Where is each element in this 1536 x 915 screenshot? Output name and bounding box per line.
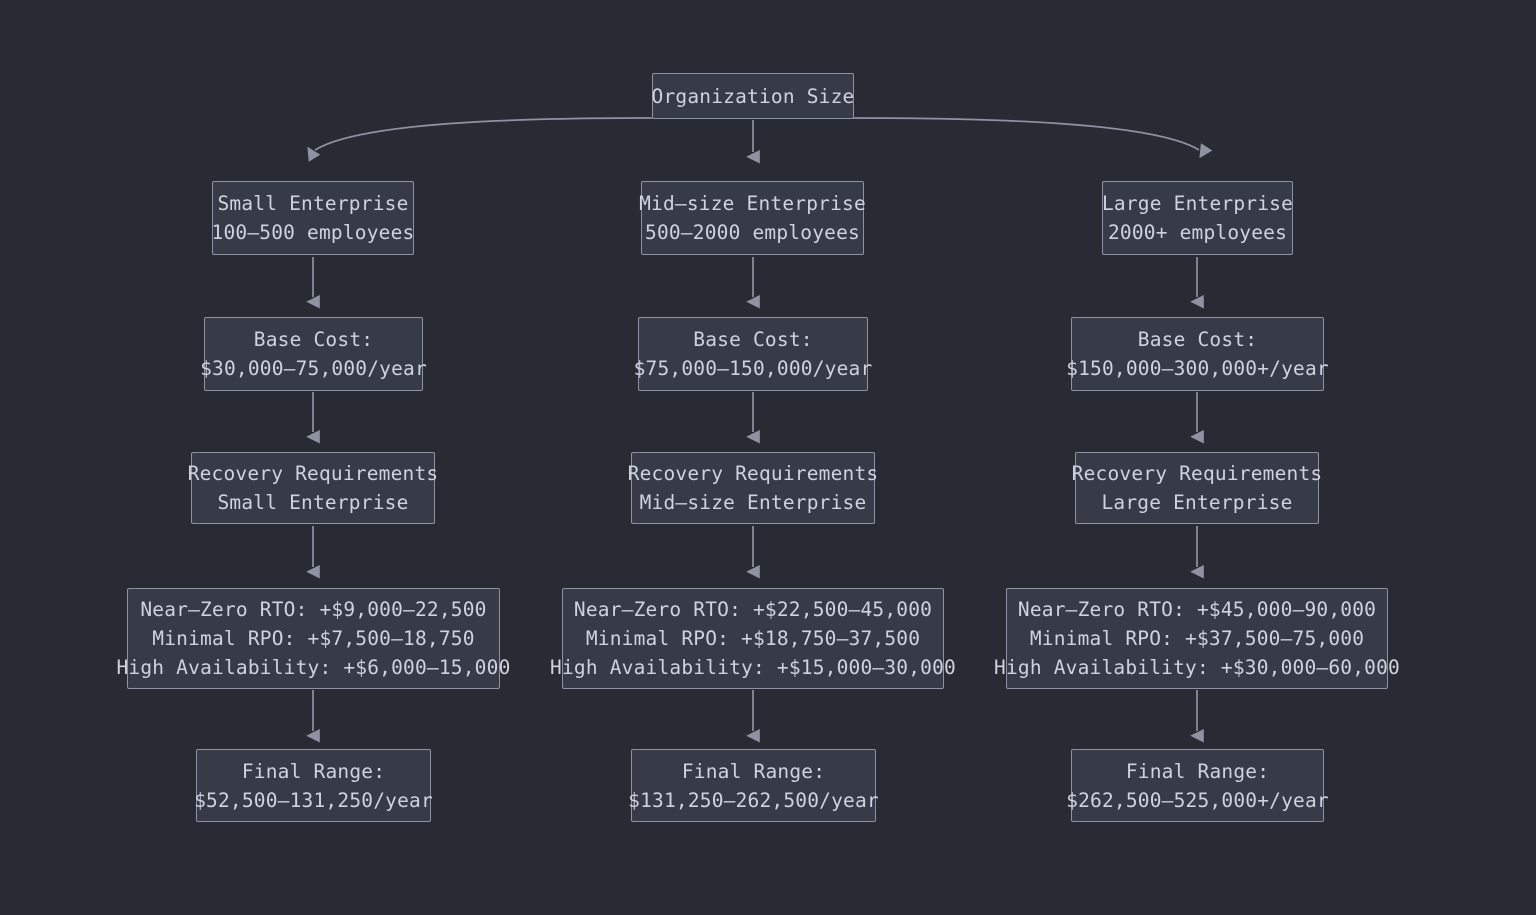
node-tier-large[interactable]: Large Enterprise 2000+ employees [1102, 181, 1293, 255]
node-line: Base Cost: [1137, 328, 1258, 351]
node-line: Organization Size [651, 84, 855, 108]
node-line: Near–Zero RTO: +$45,000–90,000 [1017, 598, 1377, 621]
node-line: Recovery Requirements [627, 462, 879, 485]
node-organization-size[interactable]: Organization Size [652, 73, 854, 119]
edge-root-to-large [852, 117, 1213, 159]
node-line: $30,000–75,000/year [200, 357, 427, 380]
node-recovery-requirements-small[interactable]: Recovery Requirements Small Enterprise [188, 452, 438, 524]
node-line: $75,000–150,000/year [633, 357, 873, 380]
node-final-range-small[interactable]: Final Range: $52,500–131,250/year [194, 749, 433, 822]
node-line: High Availability: +$6,000–15,000 [116, 656, 511, 679]
node-line: Small Enterprise [217, 491, 409, 514]
node-line: Large Enterprise [1101, 491, 1293, 514]
node-line: High Availability: +$15,000–30,000 [550, 656, 956, 679]
node-options-small[interactable]: Near–Zero RTO: +$9,000–22,500 Minimal RP… [116, 588, 510, 689]
node-line: 500–2000 employees [645, 221, 860, 244]
node-line: Minimal RPO: +$37,500–75,000 [1029, 627, 1365, 650]
node-line: Final Range: [681, 759, 826, 783]
node-line: Base Cost: [253, 328, 374, 351]
node-line: Base Cost: [693, 328, 813, 351]
node-line: Recovery Requirements [1071, 462, 1323, 485]
node-options-mid[interactable]: Near–Zero RTO: +$22,500–45,000 Minimal R… [550, 588, 956, 689]
node-base-cost-mid[interactable]: Base Cost: $75,000–150,000/year [634, 317, 872, 391]
edge-root-to-small [307, 117, 653, 162]
node-line: $150,000–300,000+/year [1066, 357, 1329, 380]
node-line: Near–Zero RTO: +$9,000–22,500 [140, 598, 487, 621]
node-line: Near–Zero RTO: +$22,500–45,000 [573, 598, 933, 621]
node-line: 100–500 employees [211, 221, 415, 244]
node-line: Large Enterprise [1101, 192, 1294, 215]
node-line: Mid–size Enterprise [639, 192, 866, 215]
node-line: $131,250–262,500/year [628, 788, 879, 812]
node-recovery-requirements-large[interactable]: Recovery Requirements Large Enterprise [1072, 452, 1322, 524]
node-line: $52,500–131,250/year [194, 788, 433, 812]
node-base-cost-small[interactable]: Base Cost: $30,000–75,000/year [200, 317, 427, 391]
node-line: $262,500–525,000+/year [1066, 788, 1329, 812]
node-tier-mid[interactable]: Mid–size Enterprise 500–2000 employees [639, 181, 866, 255]
node-line: Minimal RPO: +$18,750–37,500 [585, 627, 921, 650]
node-line: Minimal RPO: +$7,500–18,750 [152, 627, 475, 650]
node-line: 2000+ employees [1107, 221, 1288, 244]
node-recovery-requirements-mid[interactable]: Recovery Requirements Mid–size Enterpris… [628, 452, 878, 524]
node-base-cost-large[interactable]: Base Cost: $150,000–300,000+/year [1066, 317, 1329, 391]
node-final-range-large[interactable]: Final Range: $262,500–525,000+/year [1066, 749, 1329, 822]
node-line: Final Range: [1125, 759, 1270, 783]
node-line: Recovery Requirements [187, 462, 439, 485]
node-line: Mid–size Enterprise [639, 491, 867, 514]
node-final-range-mid[interactable]: Final Range: $131,250–262,500/year [628, 749, 879, 822]
node-line: Small Enterprise [217, 192, 409, 215]
node-tier-small[interactable]: Small Enterprise 100–500 employees [212, 181, 414, 255]
node-options-large[interactable]: Near–Zero RTO: +$45,000–90,000 Minimal R… [994, 588, 1400, 689]
node-line: Final Range: [241, 759, 386, 783]
node-line: High Availability: +$30,000–60,000 [994, 656, 1400, 679]
